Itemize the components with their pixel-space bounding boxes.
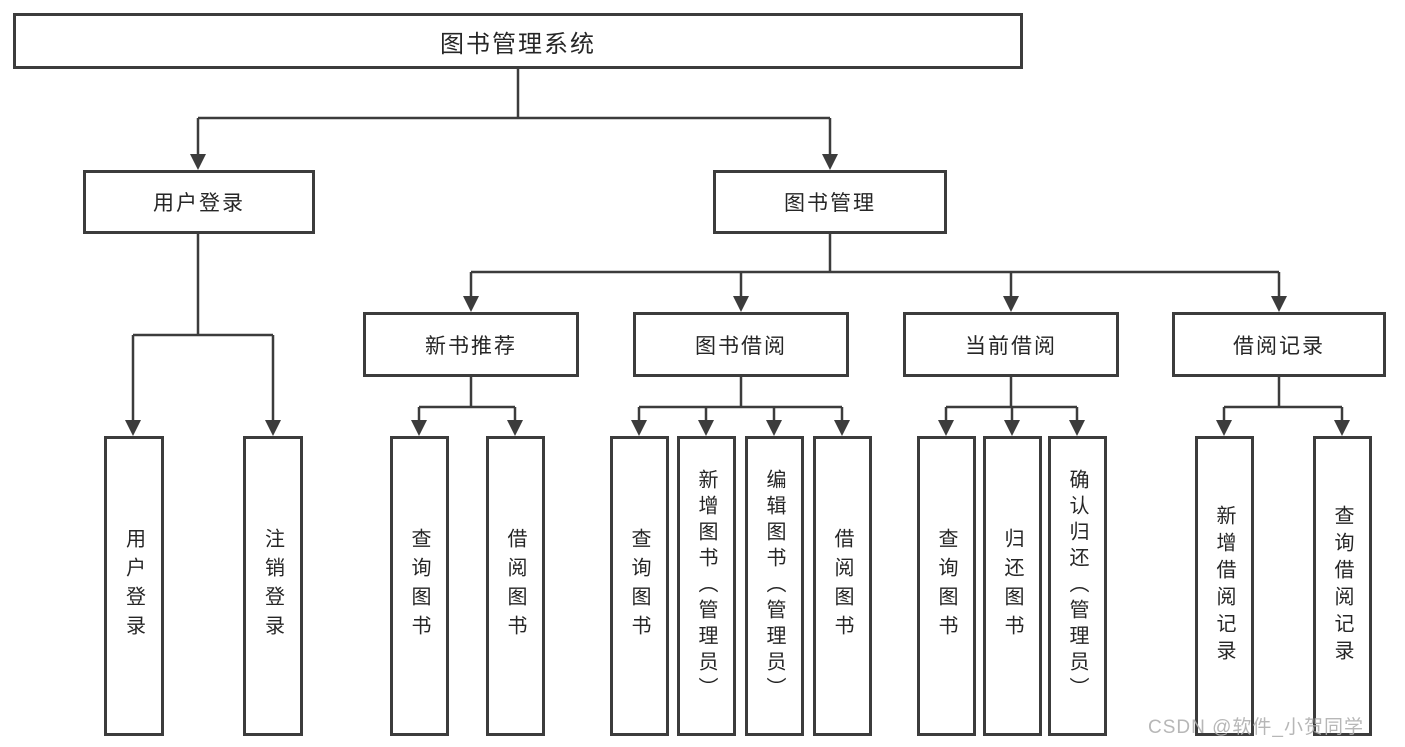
node-book-mgmt: 图书管理 (713, 170, 947, 234)
leaf-borrow-borrow: 借阅图书 (813, 436, 872, 736)
node-root: 图书管理系统 (13, 13, 1023, 69)
node-book-borrow: 图书借阅 (633, 312, 849, 377)
leaf-borrow-edit-admin: 编辑图书（管理员） (745, 436, 804, 736)
arrow-down-icon (1004, 420, 1020, 436)
arrow-down-icon (463, 296, 479, 312)
node-current-borrow: 当前借阅 (903, 312, 1119, 377)
arrow-down-icon (265, 420, 281, 436)
arrow-down-icon (1271, 296, 1287, 312)
connector-new-book-subtree (417, 377, 517, 422)
leaf-newbook-borrow: 借阅图书 (486, 436, 545, 736)
connector-user-login-subtree (131, 234, 275, 422)
leaf-newbook-query: 查询图书 (390, 436, 449, 736)
leaf-logout: 注销登录 (243, 436, 303, 736)
arrow-down-icon (1003, 296, 1019, 312)
connector-book-borrow-subtree (637, 377, 844, 422)
arrow-down-icon (938, 420, 954, 436)
connector-book-mgmt-subtree (469, 234, 1281, 298)
arrow-down-icon (698, 420, 714, 436)
arrow-down-icon (822, 154, 838, 170)
leaf-borrow-query: 查询图书 (610, 436, 669, 736)
arrow-down-icon (1069, 420, 1085, 436)
connector-root-to-level2 (196, 69, 832, 156)
arrow-down-icon (1334, 420, 1350, 436)
arrow-down-icon (1216, 420, 1232, 436)
leaf-user-login: 用户登录 (104, 436, 164, 736)
connector-current-borrow-subtree (944, 377, 1079, 422)
leaf-current-confirm-admin: 确认归还（管理员） (1048, 436, 1107, 736)
leaf-record-add: 新增借阅记录 (1195, 436, 1254, 736)
node-user-login: 用户登录 (83, 170, 315, 234)
arrow-down-icon (631, 420, 647, 436)
leaf-current-query: 查询图书 (917, 436, 976, 736)
leaf-borrow-add-admin: 新增图书（管理员） (677, 436, 736, 736)
node-borrow-record: 借阅记录 (1172, 312, 1386, 377)
node-new-book: 新书推荐 (363, 312, 579, 377)
leaf-current-return: 归还图书 (983, 436, 1042, 736)
arrow-down-icon (733, 296, 749, 312)
arrow-down-icon (411, 420, 427, 436)
arrow-down-icon (190, 154, 206, 170)
arrow-down-icon (125, 420, 141, 436)
arrowhead-icons (125, 154, 1350, 436)
connector-borrow-record-subtree (1222, 377, 1344, 422)
arrow-down-icon (766, 420, 782, 436)
leaf-record-query: 查询借阅记录 (1313, 436, 1372, 736)
csdn-watermark: CSDN @软件_小贺同学 (1148, 717, 1364, 738)
arrow-down-icon (834, 420, 850, 436)
arrow-down-icon (507, 420, 523, 436)
